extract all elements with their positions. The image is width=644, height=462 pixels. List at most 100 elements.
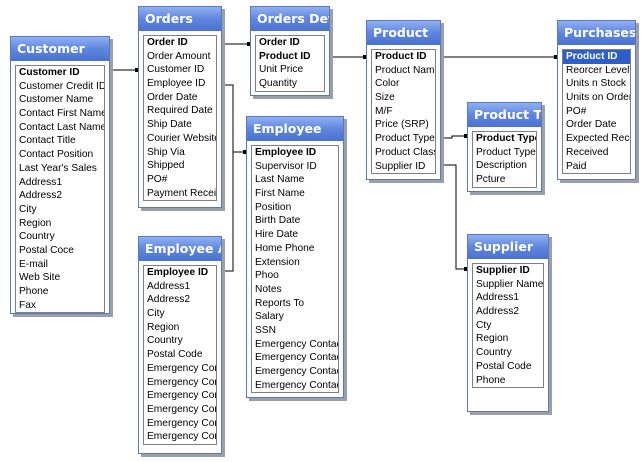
field-item[interactable]: Product ID bbox=[375, 51, 427, 62]
field-item[interactable]: City bbox=[19, 203, 37, 215]
field-item[interactable]: Customer ID bbox=[147, 64, 205, 76]
field-item[interactable]: Phoo bbox=[255, 270, 279, 282]
table-title[interactable]: Employee A... bbox=[139, 237, 221, 261]
field-item[interactable]: Order Date bbox=[147, 91, 198, 103]
field-item[interactable]: Emergency Contac bbox=[147, 431, 216, 443]
field-item[interactable]: Home Phone bbox=[255, 242, 315, 254]
field-list[interactable]: Customer ID Customer Credit ID Customer Na… bbox=[15, 65, 105, 314]
field-item[interactable]: Supplier ID bbox=[375, 160, 426, 172]
field-item[interactable]: Quantity bbox=[259, 78, 297, 90]
field-item[interactable]: Emergency Contac bbox=[147, 403, 216, 415]
field-item[interactable]: Emergency Contac bbox=[147, 417, 216, 429]
field-item[interactable]: Emergency Contac bbox=[147, 362, 216, 374]
field-item[interactable]: Employee ID bbox=[255, 147, 317, 158]
field-item[interactable]: Emergency Contac bbox=[147, 390, 216, 402]
field-item[interactable]: Order Date bbox=[566, 119, 617, 131]
field-item[interactable]: Units on Order bbox=[566, 92, 630, 104]
table-title[interactable]: Customer bbox=[11, 37, 109, 61]
field-item[interactable]: Country bbox=[476, 347, 512, 359]
field-item[interactable]: Last Name bbox=[255, 174, 305, 186]
field-item[interactable]: Address1 bbox=[147, 280, 191, 292]
field-item[interactable]: Emergency Contact Ph bbox=[255, 379, 338, 391]
field-item[interactable]: Last Year's Sales bbox=[19, 162, 97, 174]
field-item[interactable]: Product Type ID bbox=[476, 133, 536, 144]
field-item[interactable]: Contact First Name bbox=[19, 108, 104, 120]
field-item[interactable]: Contact Title bbox=[19, 135, 76, 147]
field-item[interactable]: Address1 bbox=[19, 176, 63, 188]
field-item[interactable]: Region bbox=[476, 333, 509, 345]
field-item[interactable]: Employee ID bbox=[147, 267, 209, 278]
field-item[interactable]: Country bbox=[19, 231, 55, 243]
field-item[interactable]: Order ID bbox=[147, 37, 188, 48]
field-item[interactable]: Price (SRP) bbox=[375, 119, 429, 131]
field-item[interactable]: Product Name bbox=[375, 64, 435, 76]
field-item[interactable]: Region bbox=[19, 217, 52, 229]
field-item[interactable]: M/F bbox=[375, 105, 393, 117]
field-item[interactable]: Extension bbox=[255, 256, 300, 268]
table-title[interactable]: Orders Detail bbox=[251, 7, 329, 31]
field-item[interactable]: Product ID bbox=[563, 50, 630, 64]
table-title[interactable]: Purchases bbox=[558, 21, 635, 45]
field-item[interactable]: Color bbox=[375, 78, 400, 90]
field-item[interactable]: Product Type Nar bbox=[476, 146, 536, 158]
field-item[interactable]: Contact Position bbox=[19, 149, 94, 161]
field-item[interactable]: Ship Date bbox=[147, 119, 192, 131]
field-item[interactable]: Unit Price bbox=[259, 64, 304, 76]
field-item[interactable]: Cty bbox=[476, 319, 492, 331]
field-item[interactable]: Salary bbox=[255, 311, 284, 323]
table-title[interactable]: Orders bbox=[139, 7, 221, 31]
field-item[interactable]: Reports To bbox=[255, 297, 305, 309]
field-item[interactable]: Customer Name bbox=[19, 94, 94, 106]
field-item[interactable]: Pcture bbox=[476, 174, 506, 186]
table-title[interactable]: Supplier bbox=[468, 235, 548, 259]
field-item[interactable]: Size bbox=[375, 92, 395, 104]
field-item[interactable]: Hire Date bbox=[255, 229, 299, 241]
field-item[interactable]: Web Site bbox=[19, 272, 61, 284]
field-item[interactable]: Product Class bbox=[375, 146, 435, 158]
field-item[interactable]: Emergency Contac bbox=[147, 376, 216, 388]
field-list[interactable]: Product Type ID Product Type NarDescripti… bbox=[472, 131, 537, 188]
field-item[interactable]: Product Type ID bbox=[375, 133, 435, 145]
field-item[interactable]: Customer Credit ID bbox=[19, 80, 104, 92]
field-item[interactable]: SSN bbox=[255, 324, 276, 336]
field-item[interactable]: Emergency Contact Fir bbox=[255, 338, 338, 350]
field-item[interactable]: PO# bbox=[147, 173, 168, 185]
field-item[interactable]: Country bbox=[147, 335, 183, 347]
field-item[interactable]: Ship Via bbox=[147, 146, 185, 158]
field-item[interactable]: Phone bbox=[476, 374, 506, 386]
field-item[interactable]: Emergency Contact La bbox=[255, 352, 338, 364]
field-item[interactable]: Supplier Name bbox=[476, 278, 543, 290]
field-item[interactable]: Emergency Contact Re bbox=[255, 366, 338, 377]
field-item[interactable]: Description bbox=[476, 160, 527, 172]
field-item[interactable]: Received bbox=[566, 146, 609, 158]
field-item[interactable]: Postal Code bbox=[476, 360, 532, 372]
field-item[interactable]: Region bbox=[147, 321, 180, 333]
field-item[interactable]: Customer ID bbox=[19, 67, 80, 78]
field-item[interactable]: Product ID bbox=[259, 50, 311, 62]
field-item[interactable]: City bbox=[147, 308, 165, 320]
field-item[interactable]: Contact Last Name bbox=[19, 121, 104, 133]
field-item[interactable]: Supplier ID bbox=[476, 265, 530, 276]
table-employee-addresses[interactable]: Employee A... Employee ID Address1Address… bbox=[138, 236, 222, 454]
field-item[interactable]: Order Amount bbox=[147, 50, 211, 62]
field-item[interactable]: Address2 bbox=[147, 294, 191, 306]
field-item[interactable]: Expected Receivir bbox=[566, 133, 630, 145]
field-item[interactable]: Courier Website bbox=[147, 132, 216, 144]
field-item[interactable]: Fax bbox=[19, 299, 36, 311]
table-title[interactable]: Product bbox=[367, 21, 440, 45]
table-title[interactable]: Employee bbox=[247, 117, 343, 141]
field-item[interactable]: Shipped bbox=[147, 160, 185, 172]
